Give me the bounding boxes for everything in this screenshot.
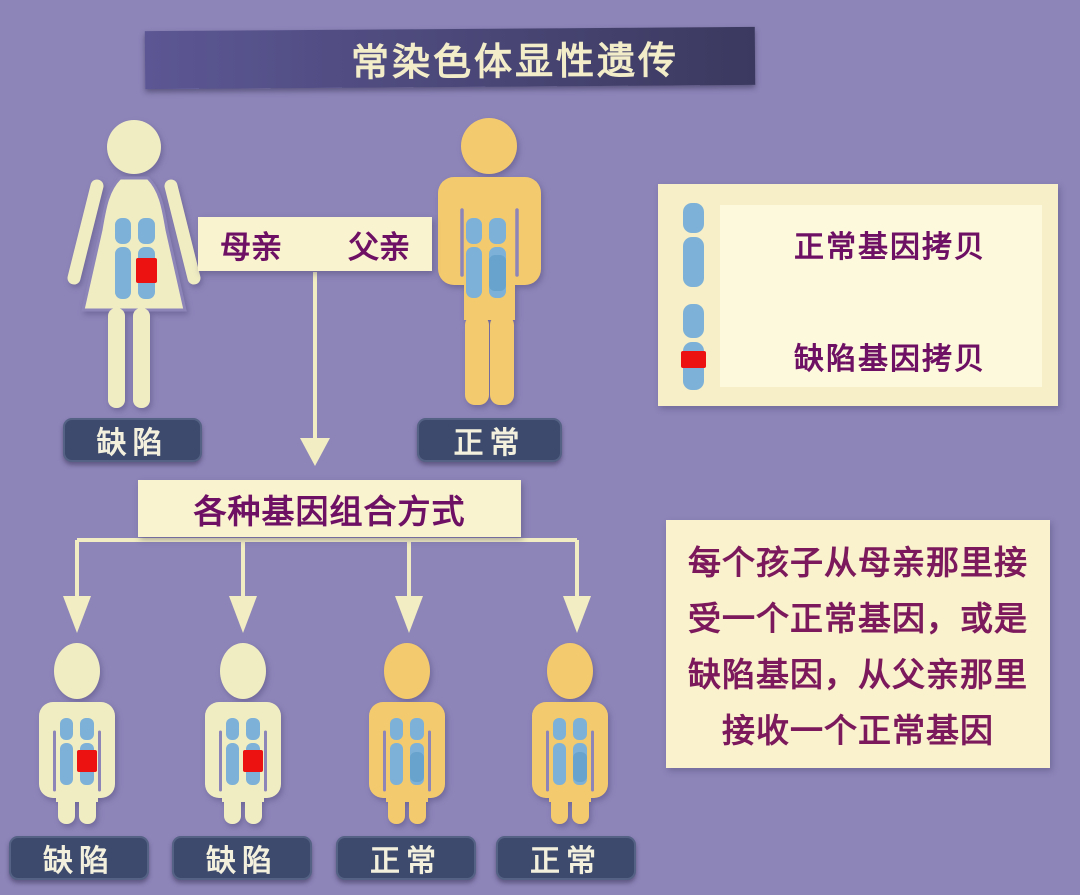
child-figure-affected-icon <box>205 643 281 824</box>
child-status-badge: 正常 <box>496 836 636 880</box>
mother-status-label: 缺陷 <box>96 427 169 460</box>
gene-combinations-box: 各种基因组合方式 <box>138 480 521 537</box>
child-status-label: 缺陷 <box>206 845 278 878</box>
mother-label: 母亲 <box>220 229 282 265</box>
child-chromosome-pair-icon <box>226 718 263 785</box>
note-line: 受一个正常基因，或是 <box>688 600 1028 637</box>
child-status-label: 正常 <box>530 845 602 878</box>
note-line: 接收一个正常基因 <box>722 712 994 749</box>
defect-chromosome-icon <box>681 304 706 390</box>
legend-defect-label: 缺陷基因拷贝 <box>794 343 986 376</box>
child-figure-normal-icon <box>369 643 445 824</box>
branch-arrows-icon <box>63 538 591 633</box>
legend-inner-panel <box>720 205 1042 387</box>
note-line: 缺陷基因，从父亲那里 <box>688 656 1028 693</box>
mother-status-badge: 缺陷 <box>63 418 202 462</box>
child-chromosome-pair-icon <box>390 718 424 785</box>
defect-gene-marker-icon <box>243 750 263 772</box>
child-chromosome-pair-icon <box>553 718 587 785</box>
mother-figure-icon <box>67 120 201 408</box>
defect-gene-marker-icon <box>136 258 157 283</box>
father-figure-icon <box>438 118 541 405</box>
child-status-badge: 缺陷 <box>9 836 149 880</box>
child-status-label: 正常 <box>370 845 442 878</box>
child-status-badge: 正常 <box>336 836 476 880</box>
defect-gene-marker-icon <box>681 351 706 368</box>
father-chromosome-pair-icon <box>466 218 506 298</box>
child-figure-normal-icon <box>532 643 608 824</box>
father-status-badge: 正常 <box>417 418 562 462</box>
legend-normal-label: 正常基因拷贝 <box>794 231 986 264</box>
parents-to-combinations-arrow-icon <box>300 272 330 466</box>
father-label: 父亲 <box>348 229 410 265</box>
page-title: 常染色体显性遗传 <box>350 39 680 85</box>
gene-combinations-label: 各种基因组合方式 <box>193 492 466 530</box>
child-status-badge: 缺陷 <box>172 836 312 880</box>
legend-chromosome-icons <box>681 203 706 390</box>
child-status-label: 缺陷 <box>43 845 115 878</box>
title-bar: 常染色体显性遗传 <box>144 26 756 90</box>
child-chromosome-pair-icon <box>60 718 97 785</box>
explanation-panel: 每个孩子从母亲那里接 受一个正常基因，或是 缺陷基因，从父亲那里 接收一个正常基… <box>666 520 1050 768</box>
legend-panel: 正常基因拷贝 缺陷基因拷贝 <box>658 184 1058 406</box>
father-status-label: 正常 <box>453 427 526 460</box>
parent-labels-box: 母亲 父亲 <box>198 217 432 271</box>
mother-chromosome-pair-icon <box>115 218 157 299</box>
child-figure-affected-icon <box>39 643 115 824</box>
normal-chromosome-icon <box>683 203 704 287</box>
defect-gene-marker-icon <box>77 750 97 772</box>
note-line: 每个孩子从母亲那里接 <box>688 544 1028 581</box>
